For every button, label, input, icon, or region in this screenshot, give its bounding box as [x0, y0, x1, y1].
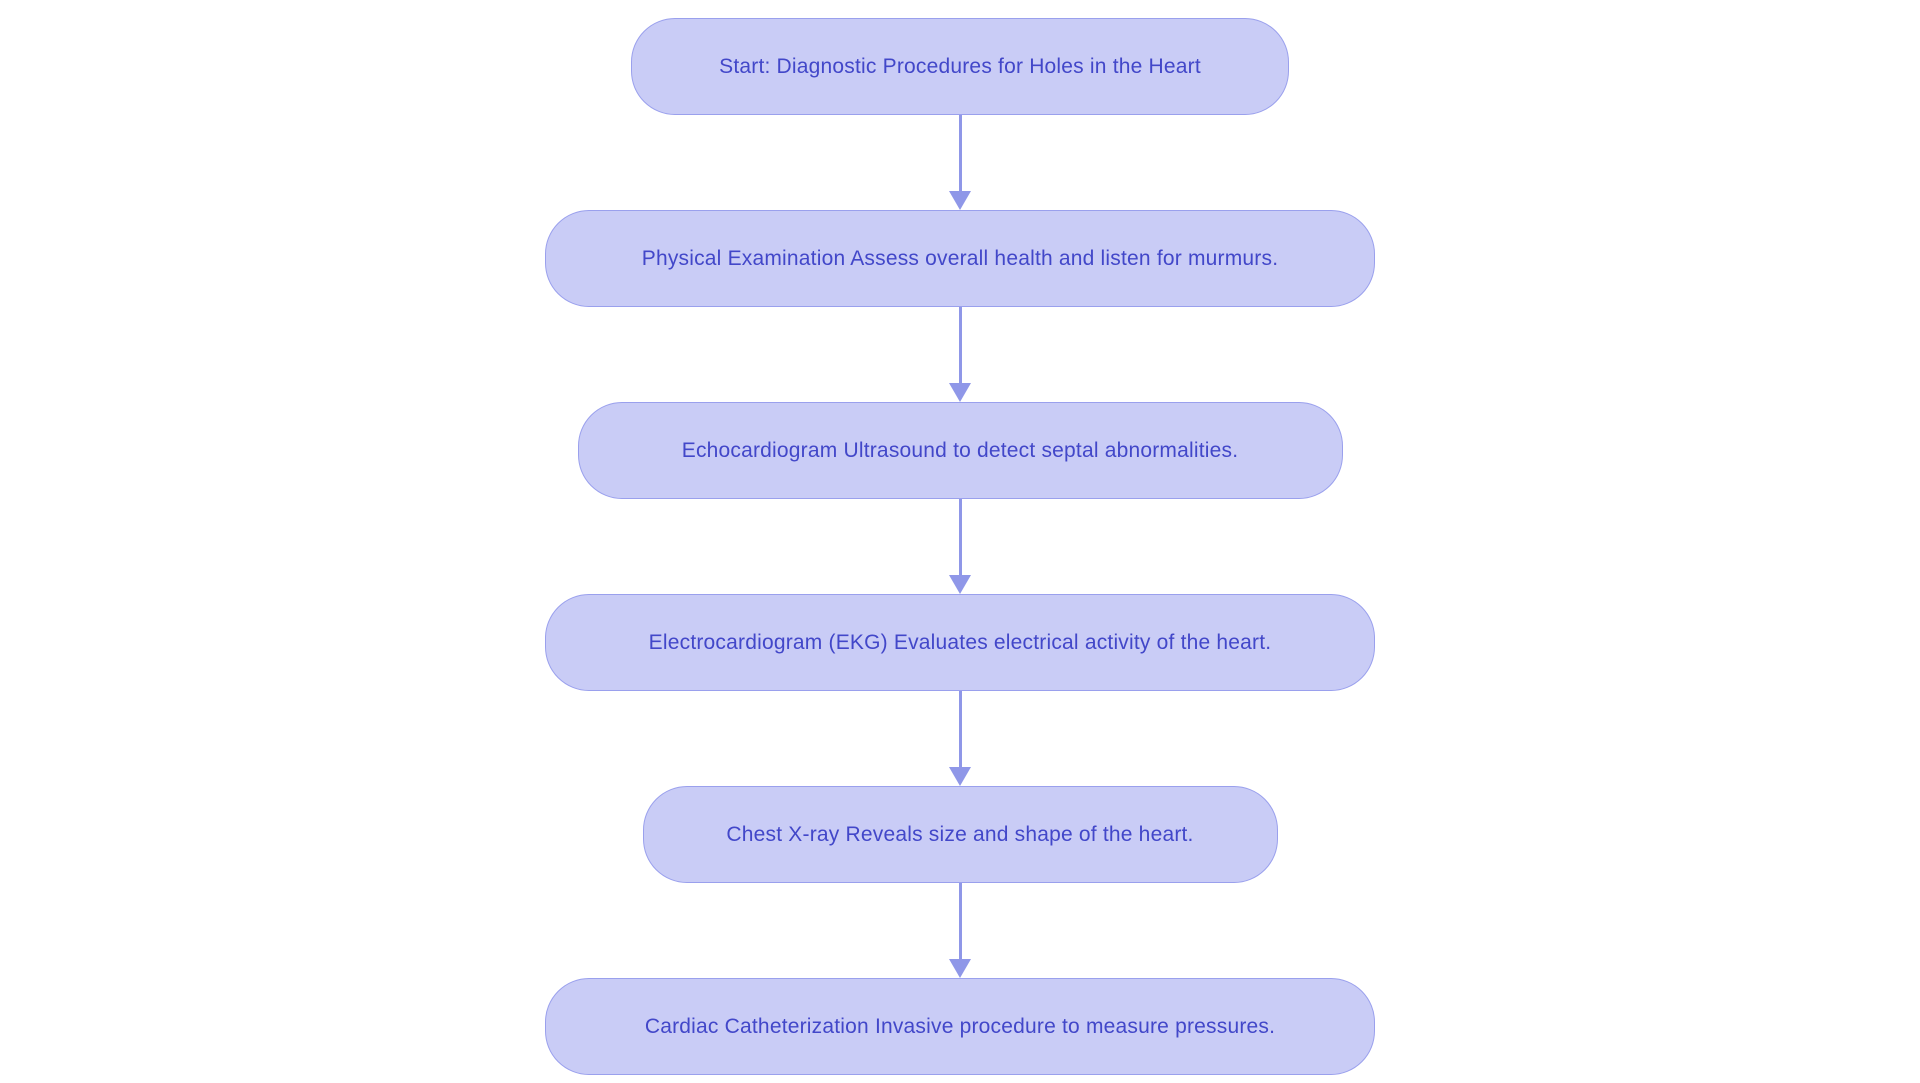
- flow-node-chest-xray: Chest X-ray Reveals size and shape of th…: [642, 786, 1278, 883]
- flow-node-electrocardiogram: Electrocardiogram (EKG) Evaluates electr…: [545, 594, 1375, 691]
- flow-node-cardiac-catheterization-label: Cardiac Catheterization Invasive procedu…: [644, 1014, 1276, 1038]
- flow-node-electrocardiogram-label: Electrocardiogram (EKG) Evaluates electr…: [648, 630, 1272, 654]
- arrow-head-icon: [949, 959, 971, 978]
- flow-node-physical-examination: Physical Examination Assess overall heal…: [545, 210, 1375, 307]
- arrow-line: [958, 115, 962, 191]
- flow-node-chest-xray-label: Chest X-ray Reveals size and shape of th…: [726, 822, 1194, 846]
- arrow-physical-examination-to-echocardiogram: [948, 307, 972, 402]
- flow-node-start: Start: Diagnostic Procedures for Holes i…: [631, 18, 1289, 115]
- arrow-head-icon: [949, 383, 971, 402]
- arrow-line: [958, 499, 962, 575]
- flow-node-echocardiogram-label: Echocardiogram Ultrasound to detect sept…: [681, 438, 1239, 462]
- arrow-line: [958, 307, 962, 383]
- arrow-echocardiogram-to-electrocardiogram: [948, 499, 972, 594]
- arrow-chest-xray-to-cardiac-catheterization: [948, 883, 972, 978]
- arrow-start-to-physical-examination: [948, 115, 972, 210]
- arrow-line: [958, 691, 962, 767]
- arrow-head-icon: [949, 767, 971, 786]
- flow-node-echocardiogram: Echocardiogram Ultrasound to detect sept…: [577, 402, 1343, 499]
- arrow-head-icon: [949, 191, 971, 210]
- flow-node-start-label: Start: Diagnostic Procedures for Holes i…: [719, 54, 1201, 78]
- arrow-head-icon: [949, 575, 971, 594]
- arrow-electrocardiogram-to-chest-xray: [948, 691, 972, 786]
- flow-node-cardiac-catheterization: Cardiac Catheterization Invasive procedu…: [545, 978, 1375, 1075]
- flow-node-physical-examination-label: Physical Examination Assess overall heal…: [641, 246, 1279, 270]
- arrow-line: [958, 883, 962, 959]
